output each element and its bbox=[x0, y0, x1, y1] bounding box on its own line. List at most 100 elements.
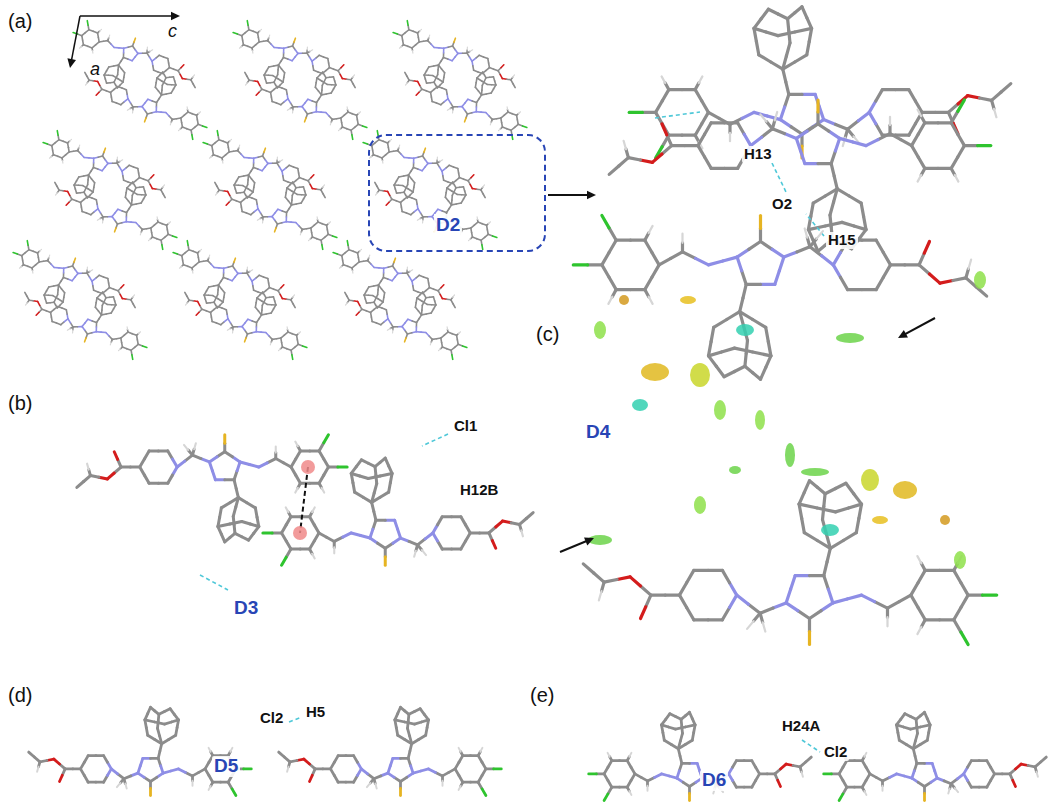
bond-stick bbox=[266, 312, 271, 316]
bond-stick bbox=[292, 182, 295, 185]
bond-stick bbox=[209, 156, 211, 159]
bond-stick bbox=[849, 196, 861, 203]
bond-stick bbox=[134, 38, 135, 42]
bond-stick bbox=[131, 355, 135, 360]
bond-stick bbox=[667, 135, 672, 146]
bond-stick bbox=[344, 292, 348, 296]
bond-stick bbox=[115, 228, 116, 232]
bond-stick bbox=[958, 146, 965, 157]
bond-stick bbox=[438, 348, 440, 351]
bond-stick bbox=[132, 304, 136, 308]
pointer-arrow bbox=[80, 15, 174, 17]
bond-stick bbox=[465, 118, 466, 122]
bond-stick bbox=[807, 42, 809, 55]
bond-stick bbox=[958, 100, 965, 111]
bond-stick bbox=[330, 76, 334, 79]
bond-stick bbox=[270, 296, 274, 299]
bond-stick bbox=[97, 218, 100, 221]
bond-stick bbox=[802, 93, 815, 96]
arrow-head bbox=[67, 58, 76, 68]
bond-stick bbox=[323, 185, 325, 188]
molecule bbox=[336, 267, 480, 362]
bond-stick bbox=[835, 138, 839, 151]
molecule bbox=[380, 18, 524, 113]
bond-stick bbox=[244, 72, 248, 76]
bond-stick bbox=[79, 175, 84, 179]
molecule bbox=[76, 47, 220, 142]
molecule bbox=[206, 157, 350, 252]
bond-stick bbox=[271, 309, 273, 314]
bond-stick bbox=[869, 101, 876, 112]
bond-stick bbox=[491, 89, 493, 94]
bond-stick bbox=[801, 151, 805, 164]
bond-stick bbox=[79, 46, 81, 49]
bond-stick bbox=[896, 88, 909, 91]
bond-stick bbox=[286, 327, 288, 330]
bond-stick bbox=[216, 131, 220, 136]
bond-stick bbox=[481, 245, 485, 250]
bond-stick bbox=[759, 55, 771, 62]
bond-stick bbox=[724, 167, 737, 170]
bond-stick bbox=[107, 82, 111, 85]
bond-stick bbox=[778, 14, 788, 19]
bond-stick bbox=[459, 331, 461, 334]
bond-stick bbox=[912, 146, 919, 157]
bond-stick bbox=[274, 301, 278, 305]
bond-stick bbox=[742, 112, 754, 118]
bond-stick bbox=[619, 158, 629, 166]
bond-stick bbox=[276, 157, 278, 160]
bond-stick bbox=[652, 154, 662, 162]
bond-stick bbox=[728, 124, 731, 132]
bond-stick bbox=[682, 134, 695, 137]
bond-stick bbox=[162, 81, 164, 85]
bond-stick bbox=[369, 285, 374, 289]
bond-stick bbox=[86, 184, 88, 188]
bond-stick bbox=[351, 135, 355, 140]
bond-stick bbox=[834, 189, 838, 202]
bond-stick bbox=[76, 177, 78, 182]
bond-stick bbox=[463, 346, 467, 348]
bond-stick bbox=[406, 184, 408, 188]
molecule bbox=[236, 47, 380, 142]
bond-stick bbox=[143, 346, 147, 348]
bond-stick bbox=[311, 174, 314, 178]
bond-stick bbox=[795, 55, 807, 62]
bond-stick bbox=[250, 269, 253, 272]
bond-stick bbox=[629, 111, 642, 114]
bond-stick bbox=[247, 332, 251, 336]
bond-stick bbox=[816, 112, 819, 124]
bond-stick bbox=[861, 203, 863, 216]
bond-stick bbox=[315, 107, 318, 112]
bond-stick bbox=[47, 302, 51, 305]
bond-stick bbox=[356, 312, 359, 316]
bond-stick bbox=[181, 64, 184, 68]
bond-stick bbox=[223, 293, 225, 298]
bond-stick bbox=[429, 65, 434, 69]
bond-stick bbox=[729, 133, 731, 141]
bond-stick bbox=[252, 277, 256, 282]
bond-stick bbox=[178, 128, 180, 131]
bond-stick bbox=[140, 232, 141, 235]
bond-stick bbox=[163, 185, 165, 188]
bond-stick bbox=[36, 312, 39, 316]
bond-stick bbox=[388, 265, 392, 269]
bond-stick bbox=[270, 342, 271, 345]
bond-stick bbox=[228, 265, 232, 269]
bond-stick bbox=[461, 199, 463, 204]
bond-stick bbox=[262, 220, 264, 223]
bond-stick bbox=[322, 72, 325, 75]
bond-stick bbox=[434, 301, 438, 305]
bond-stick bbox=[476, 217, 478, 220]
bond-stick bbox=[64, 318, 68, 323]
bond-stick bbox=[233, 185, 237, 189]
bond-stick bbox=[156, 217, 158, 220]
bond-stick bbox=[506, 107, 508, 110]
bond-stick bbox=[442, 48, 445, 53]
pointer-arrow bbox=[71, 16, 80, 62]
bond-stick bbox=[117, 222, 121, 226]
bond-stick bbox=[284, 98, 288, 103]
bond-stick bbox=[483, 185, 485, 188]
bond-stick bbox=[788, 19, 789, 31]
bond-stick bbox=[440, 159, 443, 162]
bond-stick bbox=[56, 294, 58, 298]
